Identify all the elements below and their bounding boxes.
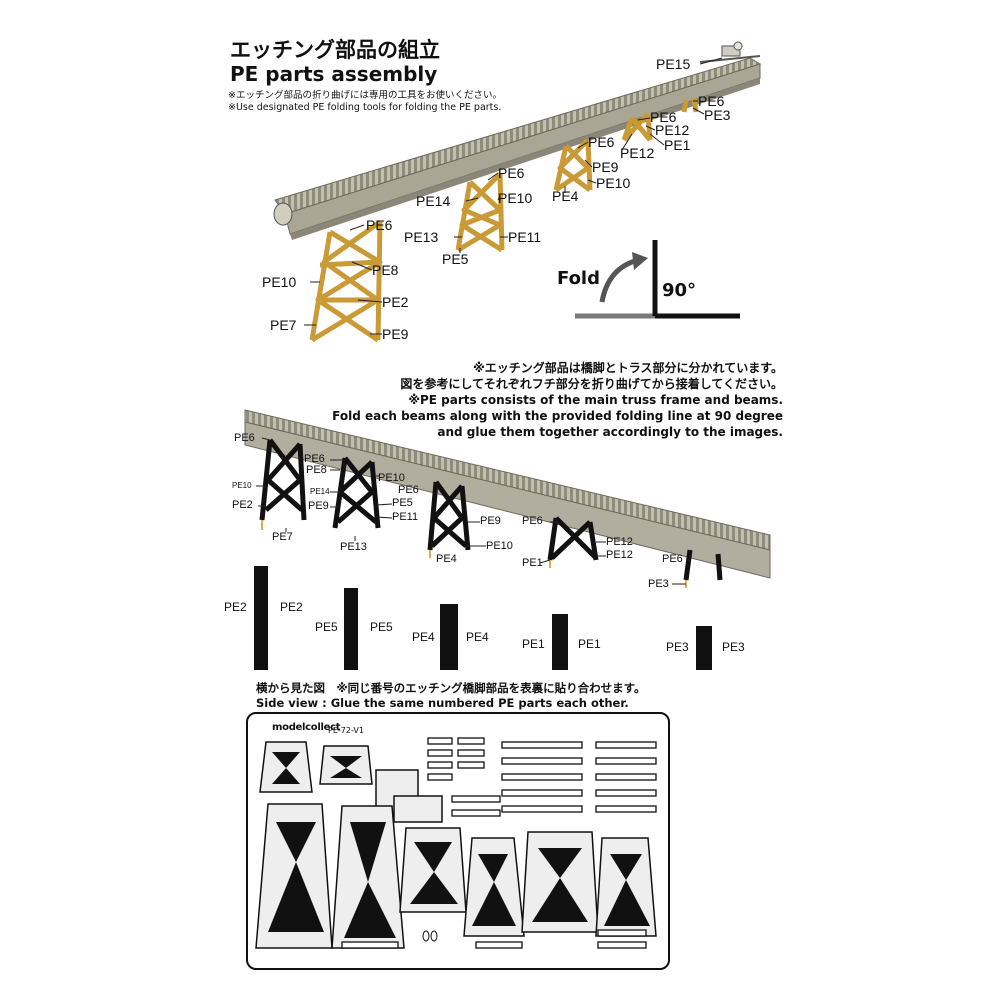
label-pe6: PE6 — [650, 109, 677, 125]
angle-label: 90° — [662, 280, 697, 301]
pe-strip — [440, 604, 458, 670]
label-pe9: PE9 — [480, 515, 501, 527]
label-pe8: PE8 — [372, 262, 399, 278]
label-pe6: PE6 — [398, 484, 419, 496]
label-pe13: PE13 — [340, 541, 367, 553]
bridge-side-illustration — [244, 409, 771, 588]
label-pe6: PE6 — [698, 93, 725, 109]
instruction-line: 図を参考にしてそれぞれフチ部分を折り曲げてから接着してください。 — [400, 377, 783, 391]
instruction-line: ※PE parts consists of the main truss fra… — [408, 393, 783, 407]
label-pe7: PE7 — [270, 317, 297, 333]
pe-strip — [696, 626, 712, 670]
label-pe5: PE5 — [442, 251, 469, 267]
label-pe10: PE10 — [498, 190, 533, 206]
label-pe2: PE2 — [382, 294, 409, 310]
instructions: ※エッチング部品は橋脚とトラス部分に分かれています。 図を参考にしてそれぞれフチ… — [332, 360, 783, 440]
label-pe6: PE6 — [366, 217, 393, 233]
label-pe12: PE12 — [620, 145, 655, 161]
brand-logo: modelcollect — [272, 722, 341, 733]
label-pe4: PE4 — [552, 188, 579, 204]
label-pe1: PE1 — [522, 557, 543, 569]
tool-note-japanese: ※エッチング部品の折り曲げには専用の工具をお使いください。 — [228, 90, 502, 101]
label-pe13: PE13 — [404, 229, 439, 245]
side-label-right: PE5 — [370, 620, 393, 634]
label-pe10: PE10 — [262, 274, 297, 290]
label-pe12: PE12 — [606, 549, 633, 561]
label-pe10: PE10 — [232, 481, 252, 490]
fold-diagram — [575, 240, 740, 319]
label-pe9: PE9 — [382, 326, 409, 342]
label-pe11: PE11 — [392, 511, 419, 523]
label-pe8: PE8 — [306, 464, 327, 476]
fret-code: PE-72-V1 — [328, 726, 364, 735]
side-view-caption-japanese: 横から見た図 ※同じ番号のエッチング橋脚部品を表裏に貼り合わせます。 — [256, 681, 646, 695]
title-english: PE parts assembly — [230, 62, 438, 86]
pe-strip — [552, 614, 568, 670]
label-pe14: PE14 — [310, 487, 330, 496]
truss-piers — [309, 97, 699, 343]
side-label-right: PE1 — [578, 637, 601, 651]
label-pe6: PE6 — [662, 553, 683, 565]
label-pe12: PE12 — [655, 122, 690, 138]
fold-label: Fold — [557, 268, 600, 289]
side-label-left: PE5 — [315, 620, 338, 634]
label-pe2: PE2 — [232, 499, 253, 511]
side-label-left: PE4 — [412, 630, 435, 644]
label-pe6: PE6 — [588, 134, 615, 150]
label-pe7: PE7 — [272, 531, 293, 543]
instruction-line: Fold each beams along with the provided … — [332, 409, 783, 423]
side-label-left: PE2 — [224, 600, 247, 614]
pe-strip — [254, 566, 268, 670]
label-pe6: PE6 — [522, 515, 543, 527]
label-pe11: PE11 — [508, 229, 542, 245]
label-pe10: PE10 — [596, 175, 631, 191]
side-label-right: PE2 — [280, 600, 303, 614]
fold-arrow-icon — [599, 257, 639, 303]
title-japanese: エッチング部品の組立 — [230, 38, 440, 62]
label-pe6: PE6 — [234, 432, 255, 444]
label-pe9: PE9 — [308, 500, 329, 512]
instruction-line: and glue them together accordingly to th… — [437, 425, 783, 439]
instruction-line: ※エッチング部品は橋脚とトラス部分に分かれています。 — [473, 361, 783, 375]
label-pe10: PE10 — [486, 540, 513, 552]
label-pe6: PE6 — [304, 453, 325, 465]
side-view-caption-english: Side view : Glue the same numbered PE pa… — [256, 696, 629, 710]
pe-strip — [344, 588, 358, 670]
label-pe1: PE1 — [664, 137, 691, 153]
side-label-left: PE1 — [522, 637, 545, 651]
label-pe3: PE3 — [648, 578, 669, 590]
side-label-right: PE4 — [466, 630, 489, 644]
label-pe10: PE10 — [378, 472, 405, 484]
label-pe9: PE9 — [592, 159, 619, 175]
label-pe4: PE4 — [436, 553, 457, 565]
side-label-left: PE3 — [666, 640, 689, 654]
label-pe3: PE3 — [704, 107, 731, 123]
side-label-right: PE3 — [722, 640, 745, 654]
fret-parts — [255, 737, 657, 949]
label-pe5: PE5 — [392, 497, 413, 509]
label-pe12: PE12 — [606, 536, 633, 548]
tool-note-english: ※Use designated PE folding tools for fol… — [228, 102, 502, 113]
label-pe14: PE14 — [416, 193, 451, 209]
bridge-perspective-illustration — [273, 41, 762, 343]
label-pe6: PE6 — [498, 165, 525, 181]
label-pe15: PE15 — [656, 56, 691, 72]
